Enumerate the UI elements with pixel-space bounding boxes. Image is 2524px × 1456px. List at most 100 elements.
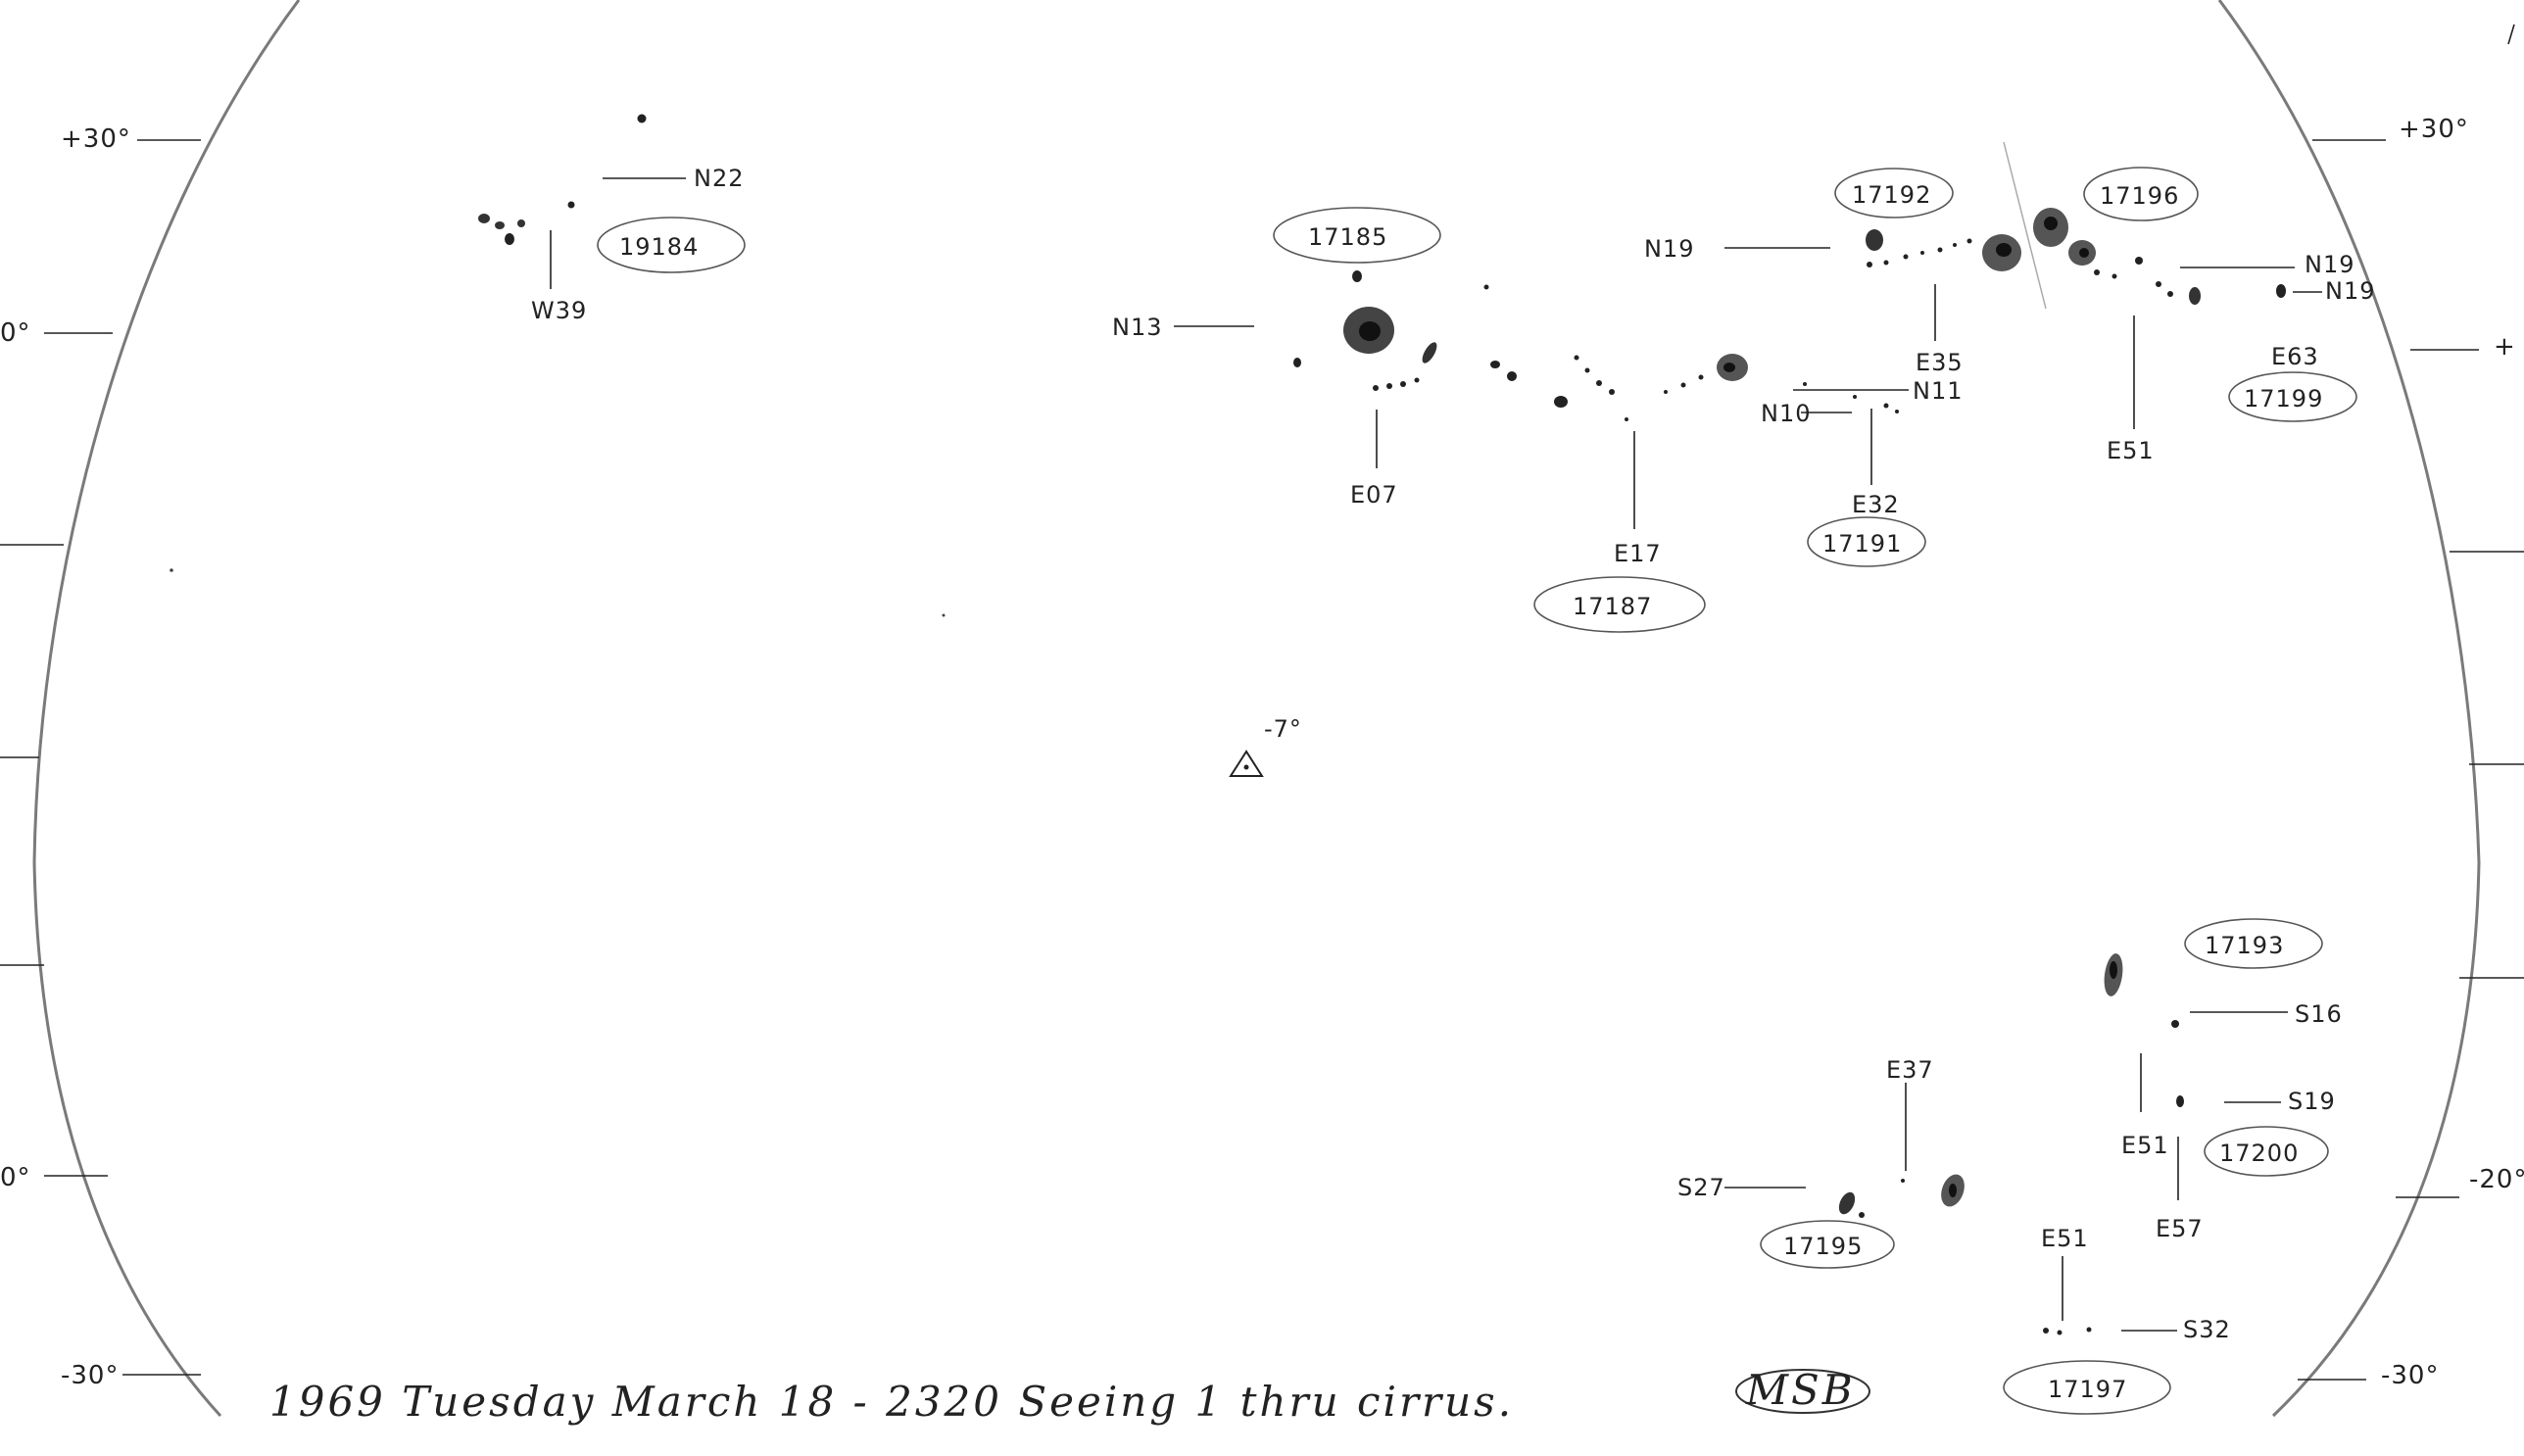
spot-group-17196: [2033, 208, 2201, 305]
spot-17192-a: [1867, 262, 1872, 267]
spot-17193-a: [2171, 1020, 2179, 1028]
label-17197: 17197: [2048, 1376, 2127, 1403]
spot-17195-a: [1838, 1191, 1856, 1215]
spot-group-19184: [478, 114, 647, 245]
spot-17185-tail: [1422, 342, 1437, 364]
spot-17191-c: [1883, 403, 1889, 409]
label-s32: S32: [2183, 1316, 2231, 1343]
pole-triangle-icon: [1229, 750, 1264, 777]
ring-17200: [2204, 1126, 2329, 1177]
right-label-minus20: -20°: [2469, 1165, 2524, 1194]
label-n22: N22: [694, 165, 745, 192]
label-17185: 17185: [1308, 223, 1387, 251]
label-17196: 17196: [2100, 182, 2179, 210]
spot-17185-top: [1352, 270, 1362, 282]
spot-19184-a: [478, 214, 490, 223]
label-n19c: N19: [2325, 277, 2376, 305]
ring-17193: [2184, 918, 2323, 969]
ring-17185: [1273, 207, 1441, 264]
label-17187: 17187: [1573, 593, 1652, 620]
label-e35: E35: [1916, 349, 1964, 376]
spot-17185-dot2: [1386, 383, 1392, 389]
spot-17187-d: [1574, 355, 1579, 361]
label-e32: E32: [1852, 491, 1900, 518]
pole-center-dot: [1243, 764, 1249, 770]
observer-initials: MSB: [1745, 1366, 1856, 1414]
ring-19184: [597, 217, 746, 273]
label-e51a: E51: [2107, 437, 2155, 464]
spot-group-17195: [1838, 1174, 1965, 1218]
label-e51b: E51: [2121, 1132, 2169, 1159]
spot-17196-second-umbra: [2079, 248, 2089, 258]
spot-17197-a: [2043, 1328, 2049, 1334]
label-e57: E57: [2156, 1215, 2204, 1242]
label-e37: E37: [1886, 1056, 1934, 1084]
ring-17191: [1807, 516, 1926, 567]
solar-limb-right: [2217, 0, 2481, 1418]
label-w39: W39: [531, 297, 587, 324]
spot-17192-e: [1937, 247, 1943, 253]
left-label-plus30: +30°: [61, 124, 131, 154]
spot-19184-d: [517, 219, 525, 227]
observation-caption: 1969 Tuesday March 18 - 2320 Seeing 1 th…: [269, 1378, 1514, 1426]
spot-17185-main-umbra: [1359, 321, 1381, 341]
spot-17187-g: [1609, 389, 1615, 395]
spot-17192-f: [1953, 243, 1957, 247]
spot-17187-k: [1698, 374, 1704, 380]
ring-17192: [1834, 168, 1954, 218]
left-label-minus30: -30°: [61, 1361, 119, 1390]
label-s16: S16: [2295, 1000, 2343, 1028]
spot-17191-d: [1895, 410, 1899, 413]
spot-19184-e: [567, 201, 575, 209]
spot-17195-b: [1859, 1212, 1865, 1218]
spot-17197-c: [2086, 1327, 2092, 1333]
label-s19: S19: [2288, 1088, 2336, 1115]
spot-17192-main-umbra: [1996, 243, 2012, 257]
right-label-plus: +: [2494, 332, 2516, 362]
spot-17191-b: [1853, 395, 1857, 399]
label-17199: 17199: [2244, 385, 2323, 413]
spot-17185-dot4: [1414, 377, 1420, 383]
spot-17187-a: [1490, 361, 1500, 368]
label-17195: 17195: [1783, 1233, 1863, 1260]
ring-17187: [1533, 576, 1706, 633]
left-label-zero-a: 0°: [0, 318, 31, 348]
spot-17192-d: [1920, 251, 1924, 255]
label-s27: S27: [1677, 1174, 1725, 1201]
spot-17192-g: [1966, 238, 1972, 244]
label-n10: N10: [1761, 400, 1812, 427]
label-pole: -7°: [1264, 715, 1302, 743]
label-n19a: N19: [1644, 235, 1695, 263]
spot-17191-a: [1803, 382, 1807, 386]
spot-19184-isolated: [637, 114, 647, 123]
spot-17197-b: [2057, 1330, 2063, 1335]
spot-17196-c: [2135, 257, 2143, 265]
label-n11: N11: [1913, 377, 1964, 405]
spot-17187-b: [1507, 371, 1517, 381]
spot-17200-a: [2176, 1095, 2184, 1107]
left-label-zero-b: 0°: [0, 1163, 31, 1192]
label-17193: 17193: [2205, 932, 2284, 959]
spot-17185-left: [1293, 358, 1301, 367]
ring-17197: [2003, 1360, 2171, 1415]
label-e51c: E51: [2041, 1225, 2089, 1252]
label-e17: E17: [1614, 540, 1662, 567]
spot-17187-h: [1625, 417, 1628, 421]
spot-17187-c: [1554, 396, 1568, 408]
label-19184: 19184: [619, 233, 699, 261]
spot-17195-c: [1901, 1179, 1905, 1183]
label-17200: 17200: [2219, 1140, 2299, 1167]
ring-17195: [1760, 1220, 1895, 1269]
spot-17187-f: [1596, 380, 1602, 386]
spot-17187-j: [1680, 382, 1686, 388]
right-label-minus30: -30°: [2381, 1361, 2439, 1390]
speck-2: [942, 613, 946, 617]
spot-17192-b: [1883, 260, 1889, 266]
ring-17196: [2083, 167, 2199, 221]
spot-17196-f: [2189, 287, 2201, 305]
spot-17193-main-umbra: [2110, 961, 2117, 979]
label-17192: 17192: [1852, 181, 1931, 209]
spot-17185-dot1: [1373, 385, 1379, 391]
spot-group-17192: [1866, 229, 2021, 271]
